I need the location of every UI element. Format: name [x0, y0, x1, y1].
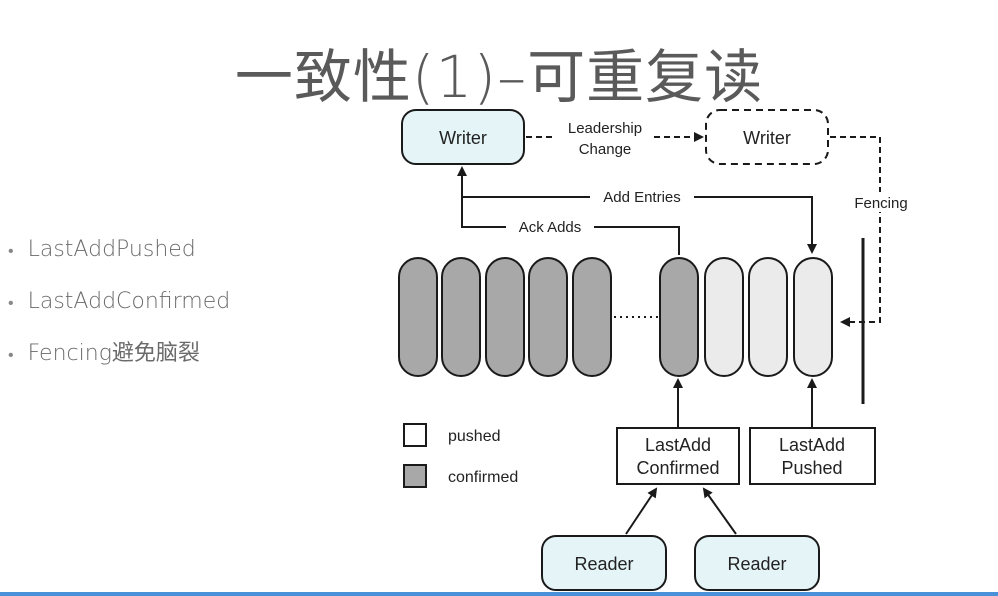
- bullet-item: • LastAddConfirmed: [8, 284, 230, 336]
- bullet-dot-icon: •: [8, 293, 14, 312]
- writer-label: Writer: [439, 128, 487, 148]
- entry-confirmed: [485, 257, 525, 377]
- leadership-change-label-2: Change: [579, 141, 632, 158]
- ack-adds-arrow: [457, 166, 506, 228]
- legend-pushed-swatch: [403, 423, 427, 447]
- bullet-dot-icon: •: [8, 241, 14, 260]
- entry-confirmed: [528, 257, 568, 377]
- entry-pushed: [704, 257, 744, 377]
- add-entries-line-left: [461, 186, 590, 198]
- reader-2-arrow: [702, 487, 737, 535]
- fencing-path: [830, 136, 881, 327]
- fencing-label-bg: [846, 192, 914, 212]
- slide-bottom-border: [0, 592, 998, 596]
- entry-last-confirmed: [659, 257, 699, 377]
- bullet-item: • LastAddPushed: [8, 232, 230, 284]
- reader-node-2: Reader: [694, 535, 820, 591]
- fencing-label: Fencing: [854, 195, 907, 212]
- entry-pushed: [748, 257, 788, 377]
- entry-confirmed: [441, 257, 481, 377]
- legend-pushed-label: pushed: [448, 428, 501, 445]
- ack-adds-line-right: [594, 226, 680, 255]
- entry-confirmed: [572, 257, 612, 377]
- reader-node-1: Reader: [541, 535, 667, 591]
- bullet-list: • LastAddPushed • LastAddConfirmed • Fencin…: [8, 232, 230, 388]
- lac-label-1: LastAdd: [645, 435, 711, 455]
- reader-2-label: Reader: [727, 554, 786, 574]
- entry-last-pushed: [793, 257, 833, 377]
- entry-confirmed: [398, 257, 438, 377]
- last-add-confirmed-box: LastAdd Confirmed: [616, 427, 740, 485]
- leadership-change-label-1: Leadership: [568, 120, 642, 137]
- new-writer-node: Writer: [705, 109, 829, 165]
- ack-adds-label: Ack Adds: [519, 219, 582, 236]
- reader-1-arrow: [625, 487, 658, 535]
- new-writer-label: Writer: [743, 128, 791, 148]
- lap-label-1: LastAdd: [779, 435, 845, 455]
- last-add-pushed-box: LastAdd Pushed: [749, 427, 876, 485]
- bullet-text: Fencing避免脑裂: [27, 341, 200, 366]
- lap-label-2: Pushed: [781, 458, 842, 478]
- reader-1-label: Reader: [574, 554, 633, 574]
- bullet-text: LastAddPushed: [27, 237, 196, 262]
- slide-title: 一致性(1)–可重复读: [234, 43, 764, 111]
- legend-confirmed-label: confirmed: [448, 469, 518, 486]
- bullet-text: LastAddConfirmed: [27, 289, 231, 314]
- bullet-item: • Fencing避免脑裂: [8, 336, 230, 388]
- legend-confirmed-swatch: [403, 464, 427, 488]
- add-entries-label: Add Entries: [603, 189, 681, 206]
- writer-node: Writer: [401, 109, 525, 165]
- lac-label-2: Confirmed: [636, 458, 719, 478]
- add-entries-arrow: [694, 196, 817, 254]
- bullet-dot-icon: •: [8, 345, 14, 364]
